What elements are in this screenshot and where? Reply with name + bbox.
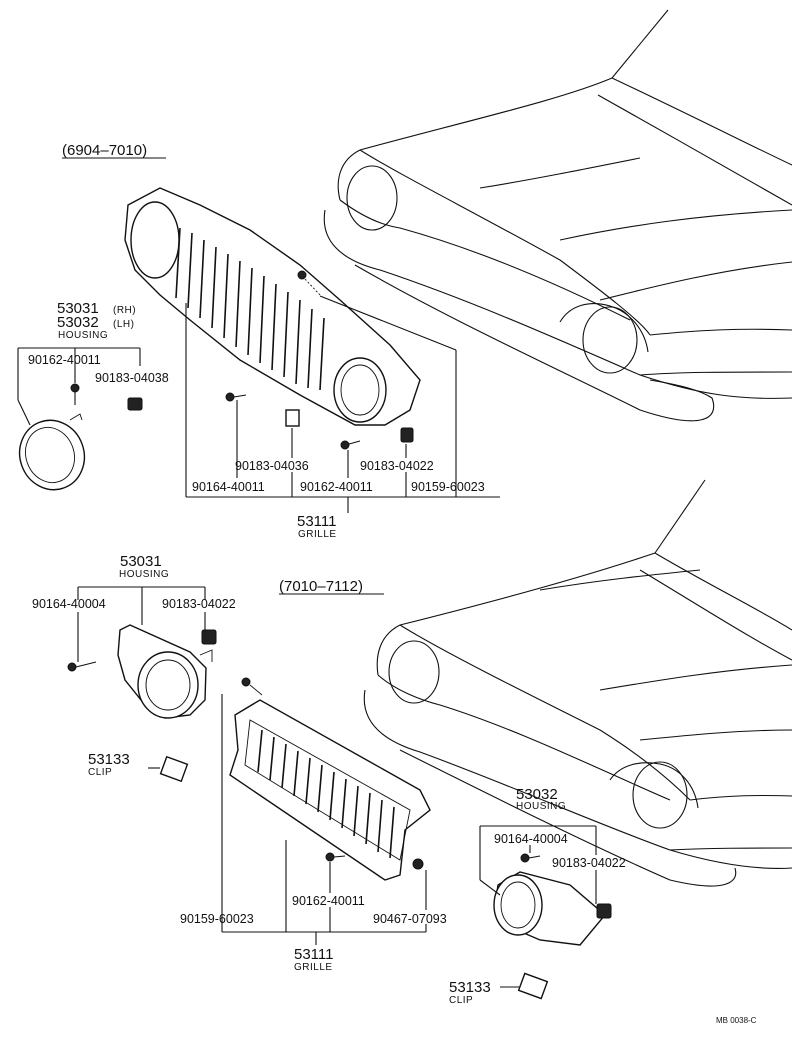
lower-housing-right-name: HOUSING (516, 801, 566, 812)
upper-screw-left: 90162-40011 (28, 353, 101, 367)
lower-bolt: 90159-60023 (180, 912, 254, 926)
leader-lines-lower (77, 586, 597, 988)
upper-bolt: 90159-60023 (411, 480, 485, 494)
lower-screw-left: 90164-40004 (32, 597, 106, 611)
upper-housing-name: HOUSING (58, 330, 108, 341)
lower-grille-name: GRILLE (294, 962, 333, 973)
lower-nut-center: 90467-07093 (373, 912, 447, 926)
lower-nut-left: 90183-04022 (162, 597, 236, 611)
section-range-upper: (6904–7010) (62, 142, 147, 159)
housing-lower-right (493, 871, 606, 946)
upper-nut-left: 90183-04038 (95, 371, 169, 385)
grille-upper (124, 187, 421, 426)
upper-housing-lh-no: 53032 (57, 314, 99, 331)
lower-screw-right: 90164-40004 (494, 832, 568, 846)
housing-lower-left (117, 624, 213, 719)
upper-grille-no: 53111 (297, 513, 337, 530)
leader-lines-upper (17, 295, 500, 513)
lower-housing-right-no: 53032 (516, 786, 558, 803)
lower-clip-right-name: CLIP (449, 995, 473, 1006)
section-range-lower: (7010–7112) (279, 578, 363, 595)
car-body-upper (323, 9, 792, 422)
lower-clip-right-no: 53133 (449, 979, 491, 996)
footer-code: MB 0038-C (716, 1016, 757, 1025)
upper-screw-b: 90162-40011 (300, 480, 373, 494)
lower-clip-left-no: 53133 (88, 751, 130, 768)
upper-screw-a: 90164-40011 (192, 480, 265, 494)
upper-nut-right: 90183-04022 (360, 459, 434, 473)
grille-lower (229, 699, 431, 881)
upper-housing-rh-side: (RH) (113, 305, 136, 316)
upper-housing-lh-side: (LH) (113, 319, 134, 330)
lower-nut-right: 90183-04022 (552, 856, 626, 870)
lower-clip-left-name: CLIP (88, 767, 112, 778)
lower-housing-left-no: 53031 (120, 553, 162, 570)
fasteners-upper (70, 270, 414, 450)
labels: (6904–7010) (7010–7112) 53031 (RH) 53032… (28, 142, 757, 1025)
upper-nut-center: 90183-04036 (235, 459, 309, 473)
lower-grille-no: 53111 (294, 946, 334, 963)
upper-grille-name: GRILLE (298, 529, 337, 540)
fasteners-lower (67, 629, 612, 1000)
lower-screw-center: 90162-40011 (292, 894, 365, 908)
car-body-lower (363, 479, 792, 887)
lower-housing-left-name: HOUSING (119, 569, 169, 580)
housing-ring-upper (18, 413, 86, 491)
upper-housing-rh-no: 53031 (57, 300, 99, 317)
